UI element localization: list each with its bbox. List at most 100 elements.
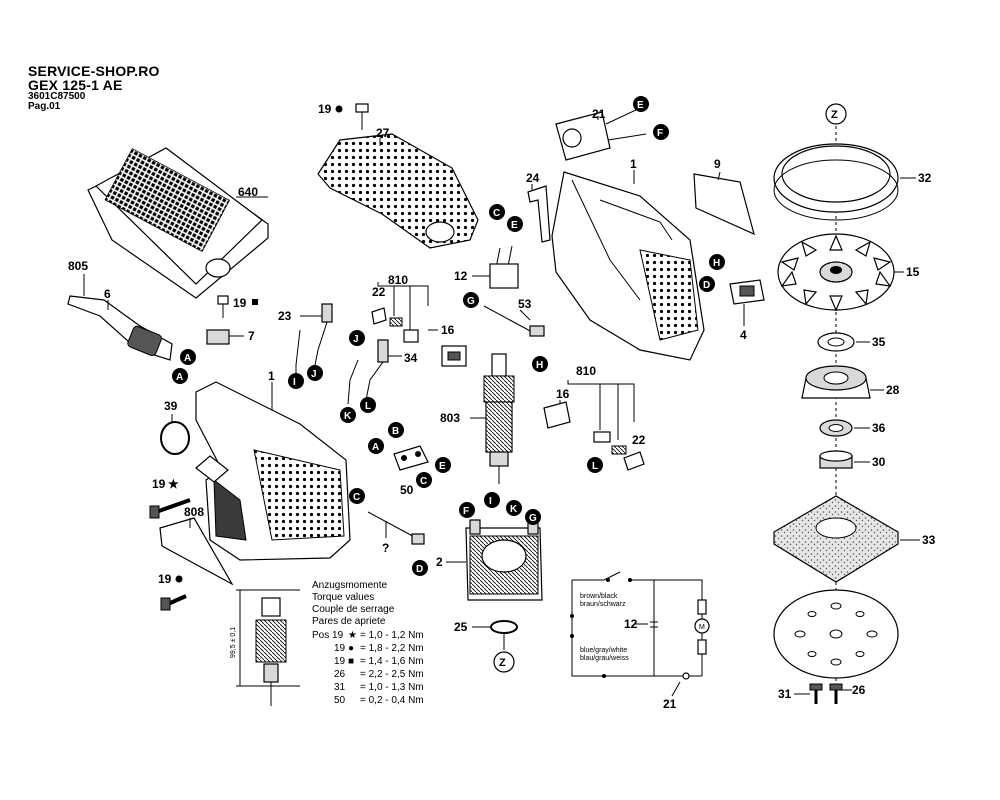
bracket-7: 7 — [206, 329, 255, 345]
dust-box-640: 640 — [87, 147, 269, 299]
label-21-circuit: 21 — [663, 697, 677, 711]
svg-text:A: A — [184, 353, 191, 364]
label-30: 30 — [872, 455, 886, 469]
label-question: ? — [382, 541, 389, 555]
terminal-50: 50 — [393, 445, 429, 497]
svg-text:E: E — [439, 461, 446, 472]
dimension-text: 99,5 ± 0,1 — [230, 627, 237, 658]
cover-808: 808 — [159, 505, 234, 586]
brush-holder-left — [441, 345, 467, 367]
label-6: 6 — [104, 287, 111, 301]
label-36: 36 — [872, 421, 886, 435]
capacitor-12-top: 12 — [454, 245, 519, 289]
badge-c3: C — [349, 488, 365, 504]
torque-row-1-pos: 19 — [334, 643, 346, 654]
svg-text:C: C — [353, 492, 360, 503]
z-mark-bottom: Z — [493, 651, 515, 673]
label-31: 31 — [778, 687, 792, 701]
badge-c1: C — [489, 204, 505, 220]
torque-title-fr: Couple de serrage — [312, 604, 395, 615]
switch-4: 4 — [729, 279, 765, 342]
svg-text:F: F — [657, 128, 663, 139]
badge-i2: I — [484, 492, 500, 508]
badge-d2: D — [412, 560, 428, 576]
label-15: 15 — [906, 265, 920, 279]
label-12-top: 12 — [454, 269, 468, 283]
top-cover-27: 27 — [317, 126, 479, 249]
wire-23: 23 — [278, 303, 333, 381]
o-ring-39: 39 — [160, 399, 190, 455]
screw-19-dot-left: 19 — [158, 572, 187, 611]
screw-26: 26 — [829, 683, 866, 704]
label-34: 34 — [404, 351, 418, 365]
label-24: 24 — [526, 171, 540, 185]
svg-text:G: G — [529, 513, 537, 524]
label-1-left: 1 — [268, 369, 275, 383]
label-21-top: 21 — [592, 107, 606, 121]
stator-2: 2 — [436, 519, 543, 601]
badge-a1: A — [180, 349, 196, 365]
svg-text:A: A — [372, 442, 379, 453]
housing-half-1-left: 1 — [195, 369, 351, 561]
badge-l2: L — [587, 457, 603, 473]
torque-row-3-pos: 26 — [334, 669, 346, 680]
adapter-6: 805 6 — [67, 259, 173, 361]
armature-dimension-drawing: 99,5 ± 0,1 — [230, 589, 300, 706]
ring-25: 25 — [454, 620, 518, 650]
label-26: 26 — [852, 683, 866, 697]
z-top-text: Z — [831, 109, 838, 121]
label-32: 32 — [918, 171, 932, 185]
model-name: GEX 125-1 AE — [28, 77, 123, 93]
label-25: 25 — [454, 620, 468, 634]
label-28: 28 — [886, 383, 900, 397]
svg-text:I: I — [293, 377, 296, 388]
wire-53: 53 — [483, 297, 545, 337]
svg-text:K: K — [344, 411, 352, 422]
badge-e3: E — [435, 457, 451, 473]
torque-title-de: Anzugsmomente — [312, 580, 387, 591]
screw-19-dot-top: 19 — [318, 102, 369, 130]
fan-15: 15 — [777, 233, 920, 312]
svg-text:★: ★ — [168, 477, 179, 491]
label-4: 4 — [740, 328, 747, 342]
label-19-dot-top: 19 — [318, 102, 332, 116]
wire-label-2b: blau/grau/weiss — [580, 655, 629, 662]
label-19-star: 19 — [152, 477, 166, 491]
label-53: 53 — [518, 297, 532, 311]
z-mark-top: Z — [825, 103, 847, 125]
label-19-square: 19 — [233, 296, 247, 310]
housing-half-1-mid: 1 — [551, 157, 705, 361]
label-23: 23 — [278, 309, 292, 323]
badge-g1: G — [463, 292, 479, 308]
label-39: 39 — [164, 399, 178, 413]
badge-c2: C — [416, 472, 432, 488]
torque-row-0-val: = 1,0 - 1,2 Nm — [360, 630, 424, 641]
bearing-30: 30 — [819, 450, 886, 469]
screw-19-square: 19 — [217, 295, 258, 318]
svg-text:B: B — [392, 426, 399, 437]
kit-810-mid: 810 16 22 — [543, 364, 646, 471]
label-1-mid: 1 — [630, 157, 637, 171]
cable-unknown: ? — [367, 511, 425, 555]
torque-row-5-pos: 50 — [334, 695, 346, 706]
z-bottom-text: Z — [499, 657, 506, 669]
label-16-mid: 16 — [556, 387, 570, 401]
torque-row-2-pos: 19 — [334, 656, 346, 667]
label-16-top: 16 — [441, 323, 455, 337]
svg-text:K: K — [510, 504, 518, 515]
svg-text:I: I — [489, 496, 492, 507]
badge-k1: K — [340, 407, 356, 423]
label-27: 27 — [376, 126, 390, 140]
torque-row-1-sym: ● — [348, 643, 354, 654]
badge-h2: H — [532, 356, 548, 372]
label-35: 35 — [872, 335, 886, 349]
svg-text:G: G — [467, 296, 475, 307]
armature-803: 803 — [440, 353, 515, 484]
bearing-36: 36 — [819, 419, 886, 437]
label-33: 33 — [922, 533, 936, 547]
svg-text:C: C — [420, 476, 427, 487]
label-810-top: 810 — [388, 273, 408, 287]
label-22-top: 22 — [372, 285, 386, 299]
badge-g2: G — [525, 509, 541, 525]
